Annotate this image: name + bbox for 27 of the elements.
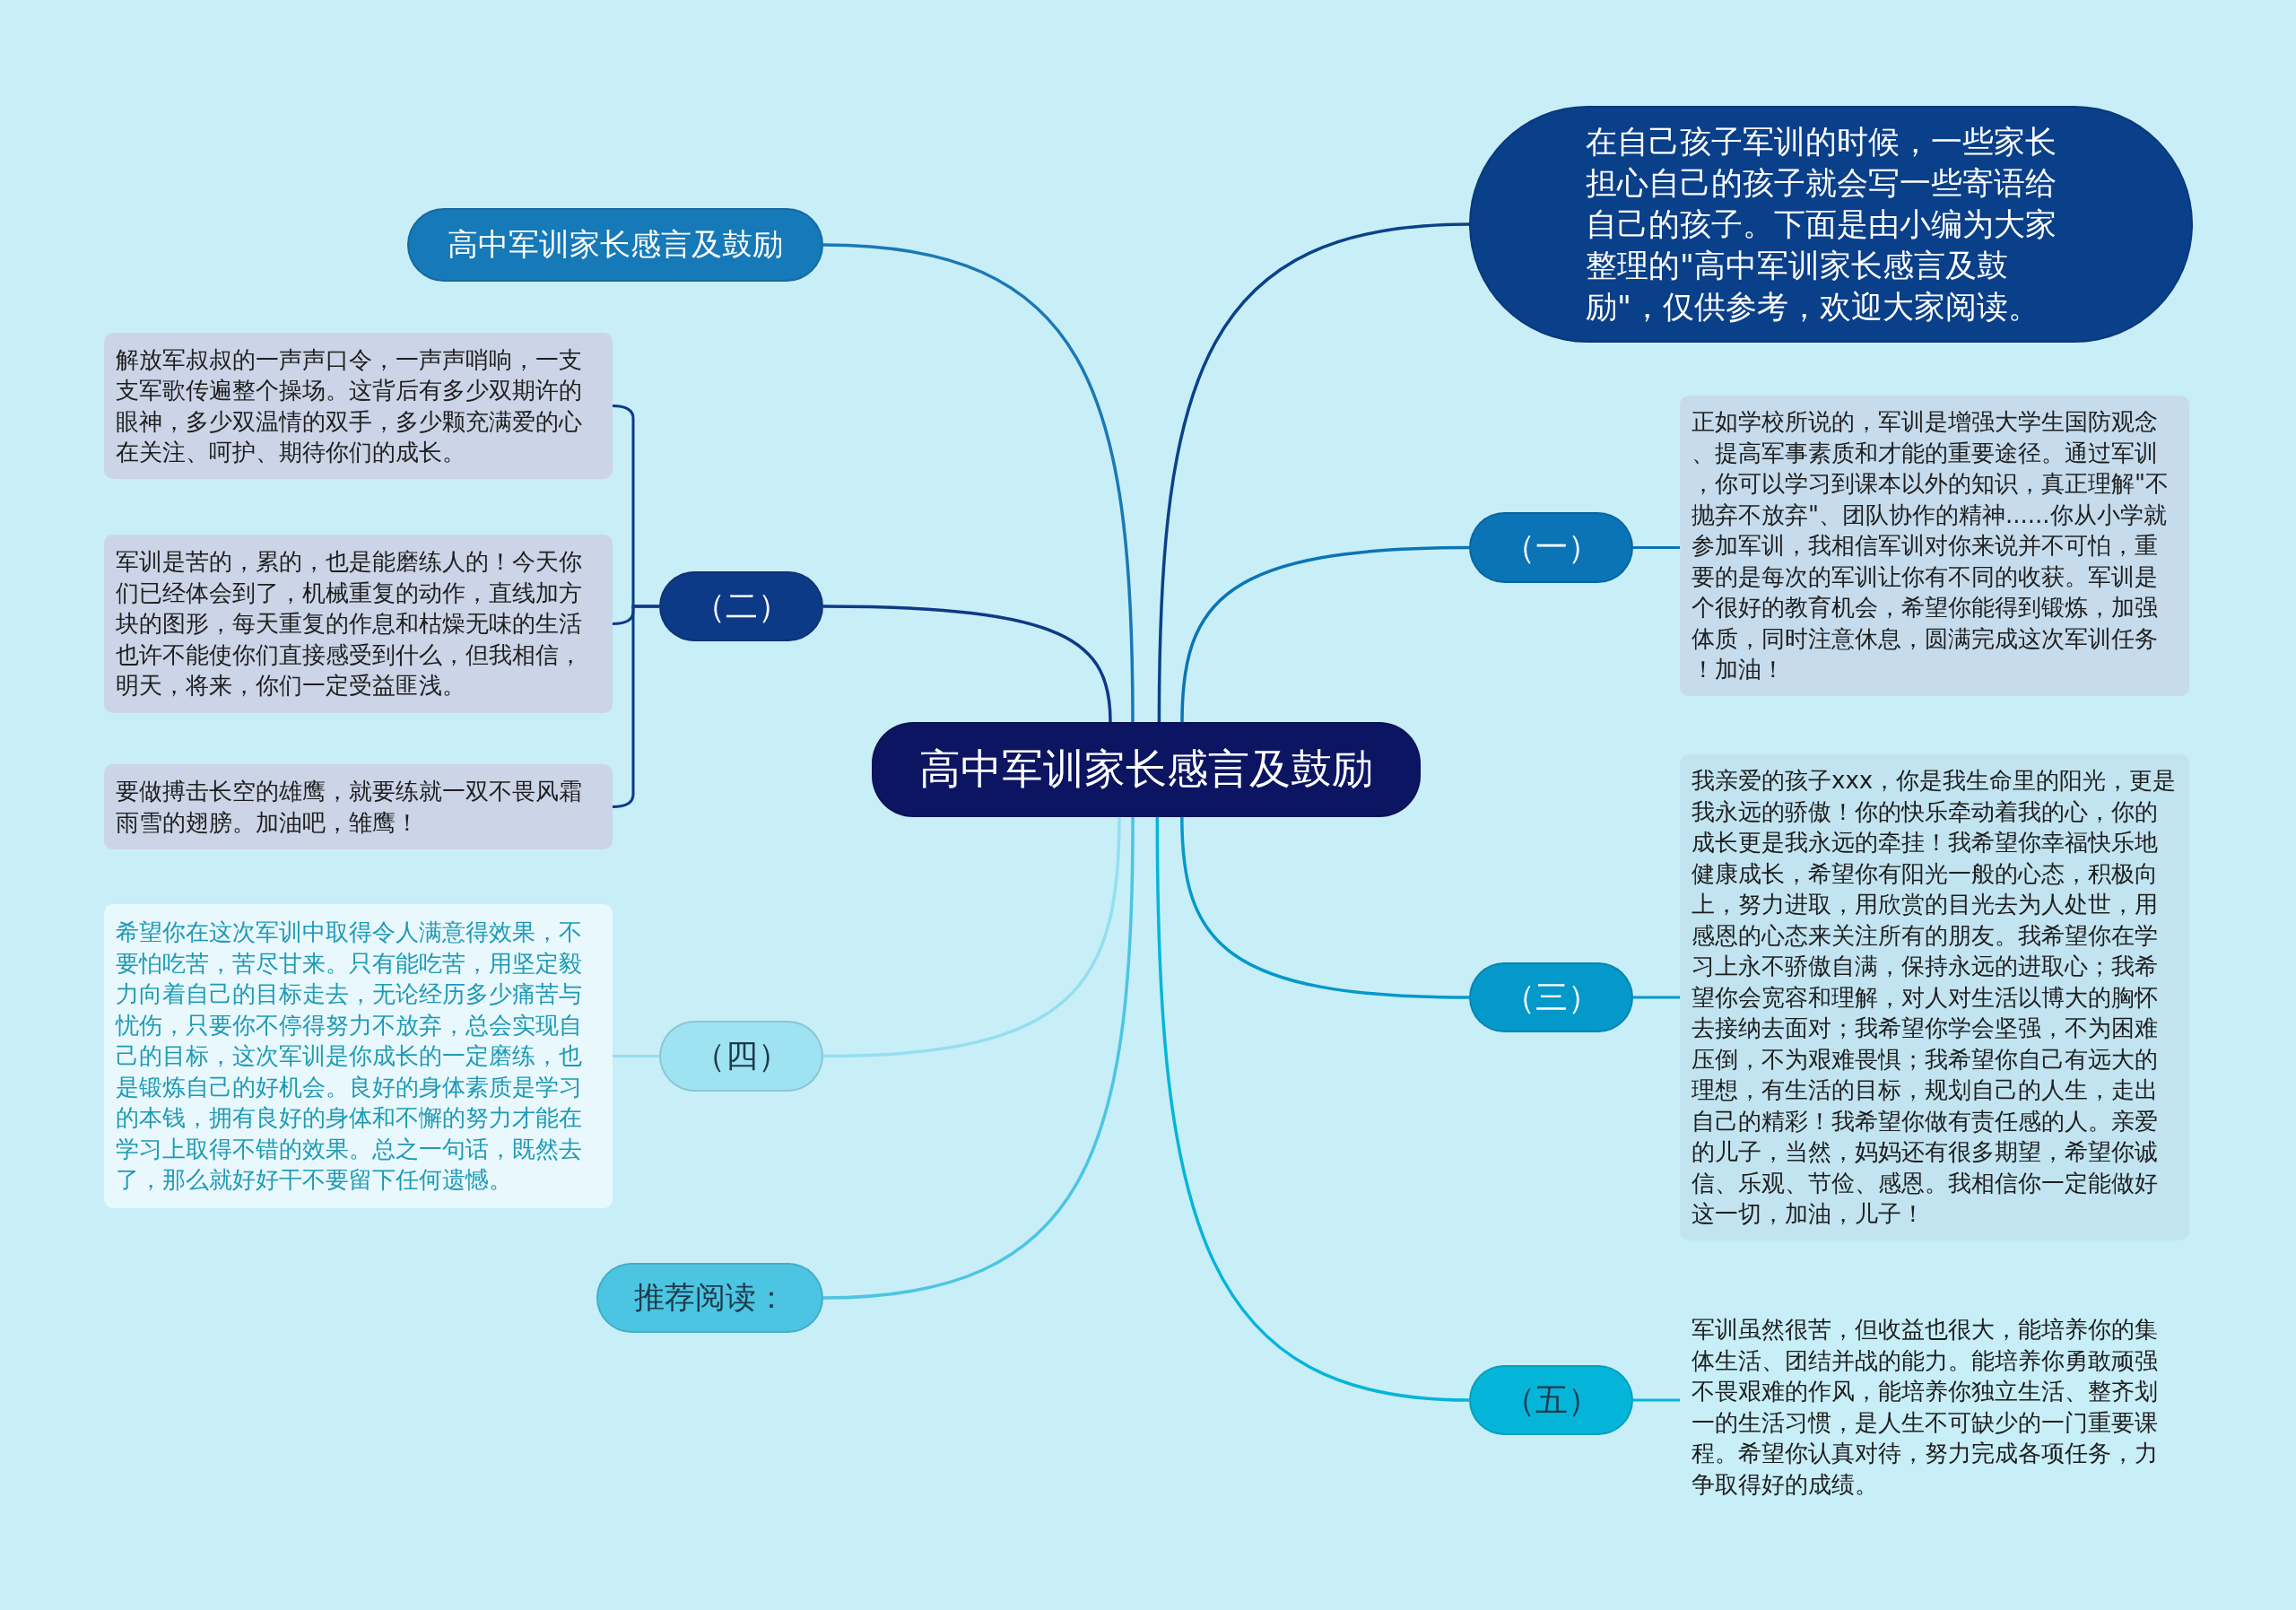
connector-line [1633, 996, 1680, 999]
note-card: 希望你在这次军训中取得令人满意得效果，不要怕吃苦，苦尽甘来。只有能吃苦，用坚定毅力向着自己的目标走去，无论经历多少痛苦与忧伤，只要你不停得努力不放弃，总会实现自己的目标，这次军训是你成长的一定磨练，也是锻炼自己的好机会。良好的身体素质是学习的本钱，拥有良好的身体和不懈的努力才能在学习上取得不错的效果。总之一句话，既然去了，那么就好好干不要留下任何遗憾。 [104, 904, 613, 1208]
connector-line [822, 605, 1112, 723]
note-card: 军训是苦的，累的，也是能磨练人的！今天你们已经体会到了，机械重复的动作，直线加方块的图形，每天重复的作息和枯燥无味的生活也许不能使你们直接感受到什么，但我相信，明天，将来，你们一定受益匪浅。 [104, 535, 613, 713]
branch-topic: （一） [1469, 512, 1633, 583]
central-topic: 高中军训家长感言及鼓励 [872, 722, 1421, 817]
note-card: 我亲爱的孩子xxx，你是我生命里的阳光，更是我永远的骄傲！你的快乐牵动着我的心，你的成长更是我永远的牵挂！我希望你幸福快乐地健康成长，希望你有阳光一般的心态，积极向上，努力进取，用欣赏的目光去为人处世，用感恩的心态来关注所有的朋友。我希望你在学习上永不骄傲自满，保持永远的进取心；我希望你会宽容和理解，对人对生活以博大的胸怀去接纳去面对；我希望你学会坚强，不为困难压倒，不为艰难畏惧；我希望你自己有远大的理想，有生活的目标，规划自己的人生，走出自己的精彩！我希望你做有责任感的人。亲爱的儿子，当然，妈妈还有很多期望，希望你诚信、乐观、节俭、感恩。我相信你一定能做好这一切，加油，儿子！ [1680, 754, 2189, 1240]
connector-line [613, 1055, 659, 1057]
connector-line [1180, 545, 1470, 723]
branch-topic: （五） [1469, 1365, 1633, 1435]
connector-line [1157, 222, 1470, 723]
branch-topic: （四） [659, 1021, 823, 1092]
connector-line [1180, 816, 1470, 999]
intro-bubble: 在自己孩子军训的时候，一些家长担心自己的孩子就会写一些寄语给自己的孩子。下面是由小编为大家整理的"高中军训家长感言及鼓励"，仅供参考，欢迎大家阅读。 [1469, 106, 2193, 343]
note-card: 解放军叔叔的一声声口令，一声声哨响，一支支军歌传遍整个操场。这背后有多少双期许的眼神，多少双温情的双手，多少颗充满爱的心在关注、呵护、期待你们的成长。 [104, 333, 613, 479]
connector-line [822, 816, 1135, 1300]
connector-line [1155, 817, 1470, 1402]
connector-line [822, 816, 1121, 1058]
branch-topic: （三） [1469, 962, 1633, 1032]
note-card: 正如学校所说的，军训是增强大学生国防观念、提高军事素质和才能的重要途径。通过军训，你可以学习到课本以外的知识，真正理解"不抛弃不放弃"、团队协作的精神......你从小学就参加军训，我相信军训对你来说并不可怕，重要的是每次的军训让你有不同的收获。军训是个很好的教育机会，希望你能得到锻炼，加强体质，同时注意休息，圆满完成这次军训任务！加油！ [1680, 396, 2189, 696]
connector-line [822, 243, 1135, 723]
branch-topic: （二） [659, 571, 823, 641]
connector-line [1633, 546, 1680, 549]
note-card: 要做搏击长空的雄鹰，就要练就一双不畏风霜雨雪的翅膀。加油吧，雏鹰！ [104, 764, 613, 849]
branch-topic: 高中军训家长感言及鼓励 [407, 208, 823, 282]
note-text: 军训虽然很苦，但收益也很大，能培养你的集体生活、团结并战的能力。能培养你勇敢顽强不畏艰难的作风，能培养你独立生活、整齐划一的生活习惯，是人生不可缺少的一门重要课程。希望你认真对待，努力完成各项任务，力争取得好的成绩。 [1680, 1303, 2189, 1510]
branch-topic: 推荐阅读： [596, 1263, 823, 1333]
